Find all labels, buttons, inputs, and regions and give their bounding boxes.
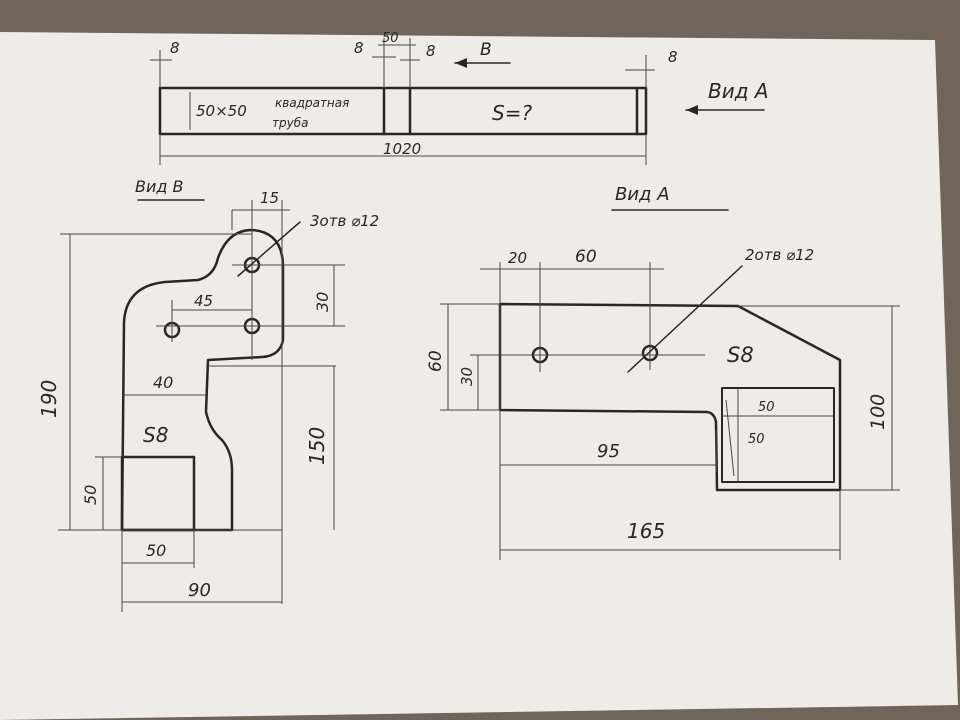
dim-left: 8: [170, 39, 180, 57]
holes-leader: [237, 221, 301, 277]
bracket-outline: [120, 228, 285, 532]
tube-outline: [158, 86, 648, 136]
dim-30: 30: [458, 367, 476, 386]
tube-length: 1020: [383, 140, 421, 158]
view-b: Вид В 15 3отв ⌀12 45 30: [37, 177, 379, 612]
arrow-head: [686, 105, 698, 115]
dimension-line-cut-height: [725, 399, 735, 477]
dim-15: 15: [260, 189, 279, 207]
dim-60-left: 60: [426, 350, 446, 372]
dim-150: 150: [305, 427, 329, 465]
view-a: Вид А 20 60 2отв ⌀12 60 30: [426, 184, 900, 560]
cut-width: 50: [758, 400, 775, 415]
dim-right: 8: [668, 48, 678, 66]
view-a-label: Вид А: [708, 79, 769, 103]
dim-mid-left: 8: [354, 39, 364, 57]
dim-190: 190: [37, 380, 61, 418]
dim-60-top: 60: [575, 247, 597, 267]
dim-95: 95: [597, 441, 620, 462]
tube-thickness: S=?: [492, 101, 532, 125]
holes-note-a: 2отв ⌀12: [745, 246, 814, 264]
holes-leader: [627, 265, 743, 373]
tube-line1: квадратная: [275, 96, 349, 110]
dim-20: 20: [508, 249, 527, 267]
dim-45: 45: [194, 292, 213, 310]
view-b-title: Вид В: [135, 177, 184, 196]
arrow-label-b: В: [480, 40, 492, 60]
arrow-head: [455, 58, 467, 68]
dim-90: 90: [188, 580, 211, 601]
dim-50-horizontal: 50: [146, 541, 166, 560]
dim-mid: 50: [382, 31, 399, 46]
thickness-a: S8: [727, 343, 754, 367]
tube-size: 50×50: [196, 102, 247, 120]
view-a-title: Вид А: [615, 184, 670, 205]
cut-height: 50: [748, 432, 765, 447]
dim-100: 100: [867, 394, 889, 430]
dim-165: 165: [627, 519, 665, 543]
tube-line2: труба: [272, 116, 308, 130]
dim-40: 40: [153, 373, 173, 392]
holes-note-b: 3отв ⌀12: [310, 212, 379, 230]
plate-outline: [498, 302, 842, 492]
paper-sheet: [0, 32, 958, 720]
dim-30: 30: [313, 292, 332, 312]
thickness-b: S8: [143, 423, 168, 447]
dim-50-vertical: 50: [81, 485, 100, 505]
top-view: 8 8 50 8 В 8 Вид А 50×50 квадратная труб…: [150, 31, 769, 165]
plate-cutout: [721, 387, 835, 483]
dim-mid-right: 8: [426, 42, 436, 60]
